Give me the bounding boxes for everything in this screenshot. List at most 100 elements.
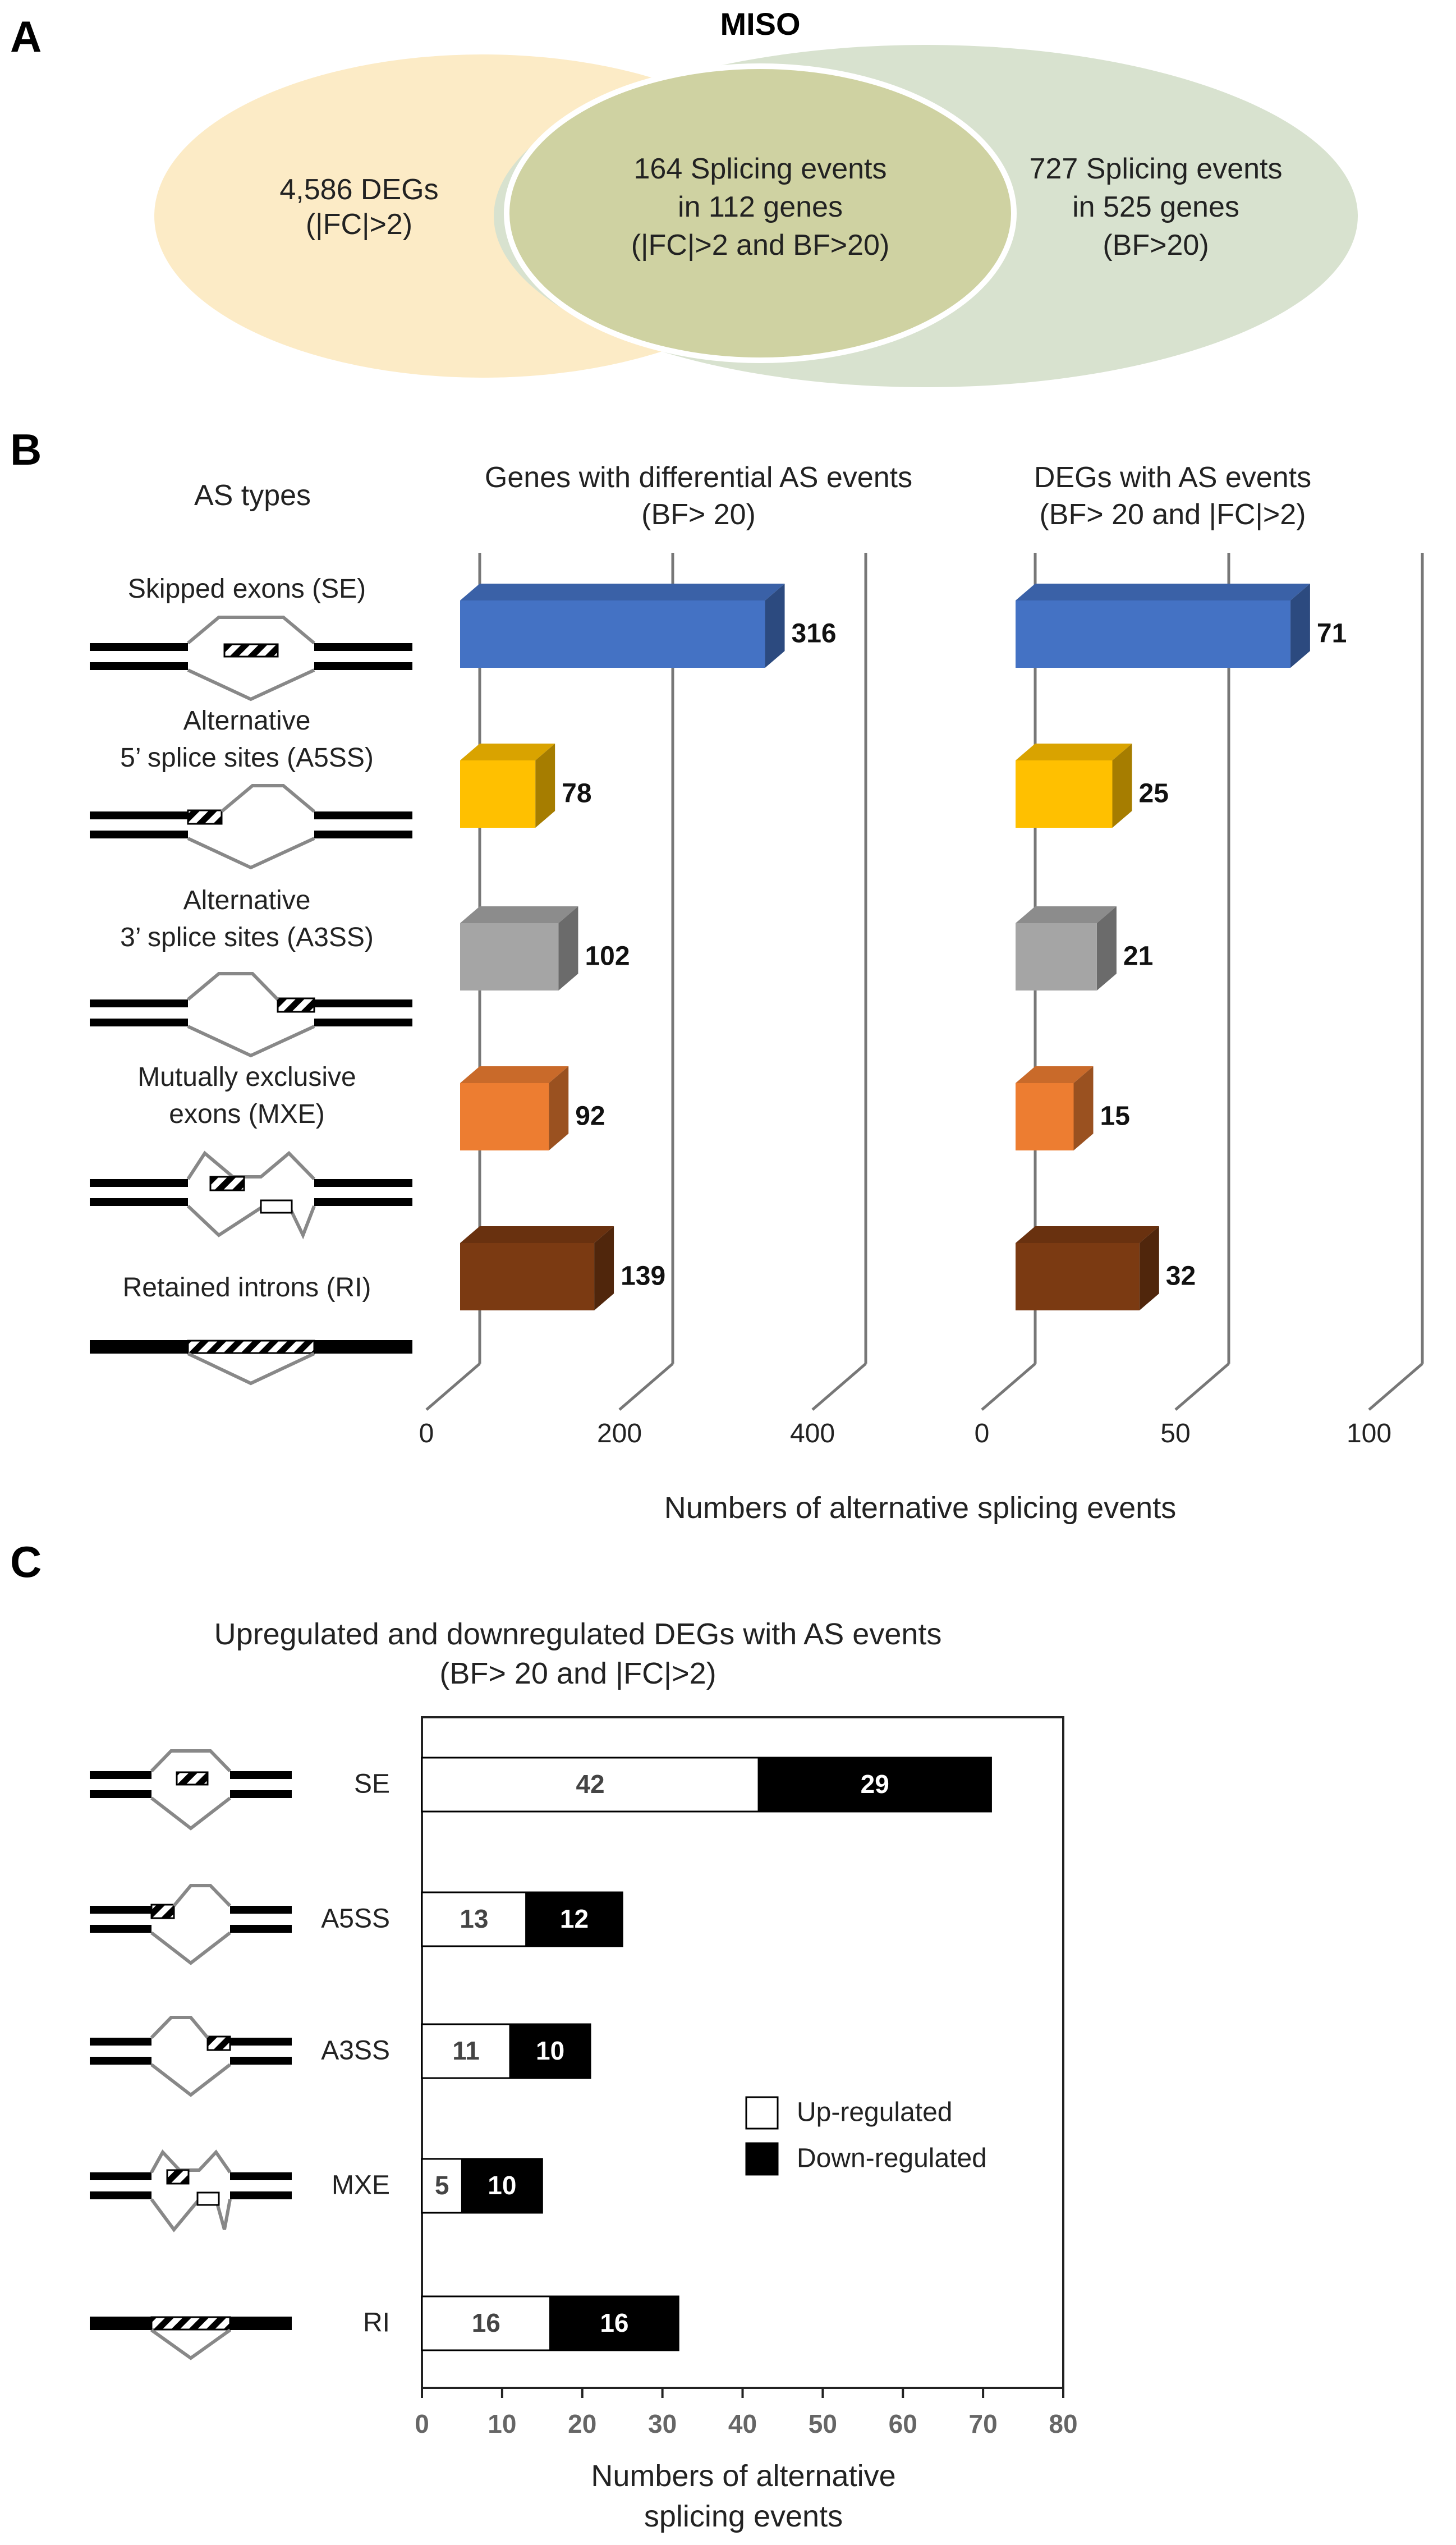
x-tick-label: 50	[809, 2409, 837, 2438]
x-tick-label: 0	[415, 2409, 429, 2438]
text-line: Mutually exclusive	[137, 1062, 356, 1092]
text-line: (BF> 20 and |FC|>2)	[1039, 498, 1306, 531]
chart-b-xlabel: Numbers of alternative splicing events	[664, 1491, 1176, 1525]
diagram-c-ri	[90, 2316, 292, 2360]
bar-side	[549, 1066, 569, 1150]
bar	[1016, 600, 1290, 668]
category-label: A3SS	[321, 2036, 390, 2066]
bar-down-regulated	[549, 2295, 679, 2351]
diagram-se	[90, 616, 412, 701]
bar-value-label: 32	[1166, 1262, 1196, 1291]
bar-value-label: 13	[460, 1904, 488, 1933]
bar-side	[765, 584, 785, 668]
bar-value-label: 92	[575, 1102, 605, 1131]
bar-value-label: 16	[472, 2308, 500, 2337]
bar-top	[460, 744, 555, 760]
text-line: 4,586 DEGs	[279, 173, 438, 206]
bar-up-regulated	[421, 2023, 511, 2079]
bar-value-label: 316	[792, 619, 837, 649]
text-line: (BF>20)	[1103, 229, 1209, 262]
x-tick-label: 100	[1347, 1419, 1391, 1448]
bar-value-label: 42	[576, 1769, 604, 1799]
bar-value-label: 10	[488, 2171, 516, 2200]
bar-value-label: 139	[621, 1262, 665, 1291]
bar-side	[1096, 906, 1117, 991]
bar	[460, 923, 559, 991]
x-tick-label: 30	[648, 2409, 677, 2438]
category-label: RI	[363, 2308, 390, 2338]
category-label: MXE	[332, 2171, 390, 2200]
text-line: in 112 genes	[678, 191, 843, 223]
diagram-c-a3ss	[90, 2016, 292, 2097]
bar-value-label: 5	[435, 2171, 449, 2200]
bar-top	[460, 1226, 614, 1243]
text-line: exons (MXE)	[169, 1099, 324, 1129]
bar-down-regulated	[461, 2158, 543, 2214]
as-type-label: Skipped exons (SE)	[128, 574, 366, 604]
bar-value-label: 16	[600, 2308, 628, 2337]
bar-value-label: 29	[861, 1769, 889, 1799]
bar-side	[535, 744, 555, 828]
panel-label-c: C	[10, 1537, 42, 1586]
floor-line	[981, 1363, 1036, 1411]
bar-value-label: 10	[536, 2036, 564, 2065]
bar-top	[460, 906, 578, 923]
bar-side	[1290, 584, 1310, 668]
bar-top	[1016, 1066, 1094, 1083]
bar-down-regulated	[757, 1757, 992, 1813]
floor-line	[1368, 1363, 1423, 1411]
diagram-ri	[90, 1340, 412, 1386]
text-line: (|FC|>2)	[306, 208, 412, 241]
bar	[460, 1243, 595, 1310]
bar-value-label: 102	[585, 942, 630, 971]
text-line: in 525 genes	[1072, 191, 1239, 223]
text-line: Alternative	[183, 706, 311, 736]
bar	[460, 1083, 549, 1150]
venn-overlap	[504, 63, 1017, 363]
bar-side	[558, 906, 578, 991]
bar-value-label: 78	[562, 779, 591, 809]
text-line: DEGs with AS events	[1034, 461, 1311, 494]
x-tick-label: 60	[889, 2409, 917, 2438]
diagram-c-mxe	[90, 2149, 292, 2232]
bar-top	[460, 584, 785, 600]
text-line: Skipped exons (SE)	[128, 574, 366, 604]
chart-b1-title: Genes with differential AS events (BF> 20…	[485, 461, 912, 531]
text-line: Retained introns (RI)	[123, 1273, 371, 1303]
category-label: A5SS	[321, 1904, 390, 1934]
venn-title: MISO	[720, 6, 800, 42]
bar-up-regulated	[421, 2158, 463, 2214]
bar-value-label: 71	[1317, 619, 1347, 649]
bar-down-regulated	[509, 2023, 591, 2079]
bar-top	[460, 1066, 569, 1083]
bar-side	[1073, 1066, 1094, 1150]
bar	[460, 760, 536, 828]
text-line: (|FC|>2 and BF>20)	[631, 229, 890, 262]
legend-swatch	[745, 2142, 779, 2176]
diagram-c-se	[90, 1749, 292, 1831]
text-line: (BF> 20)	[641, 498, 756, 531]
diagram-a5ss	[90, 784, 412, 870]
bar-top	[1016, 906, 1117, 923]
x-tick-label: 10	[488, 2409, 516, 2438]
floor-line	[425, 1363, 481, 1411]
x-tick-label: 20	[568, 2409, 596, 2438]
bar-side	[1112, 744, 1132, 828]
panel-label-b: B	[10, 425, 42, 474]
floor-line	[1174, 1363, 1230, 1411]
bar-top	[1016, 584, 1310, 600]
text-line: Genes with differential AS events	[485, 461, 912, 494]
x-tick-label: 80	[1049, 2409, 1077, 2438]
panel-label-a: A	[10, 12, 42, 61]
bar-up-regulated	[421, 1891, 527, 1947]
bar	[1016, 1243, 1140, 1310]
bar-value-label: 15	[1100, 1102, 1130, 1131]
